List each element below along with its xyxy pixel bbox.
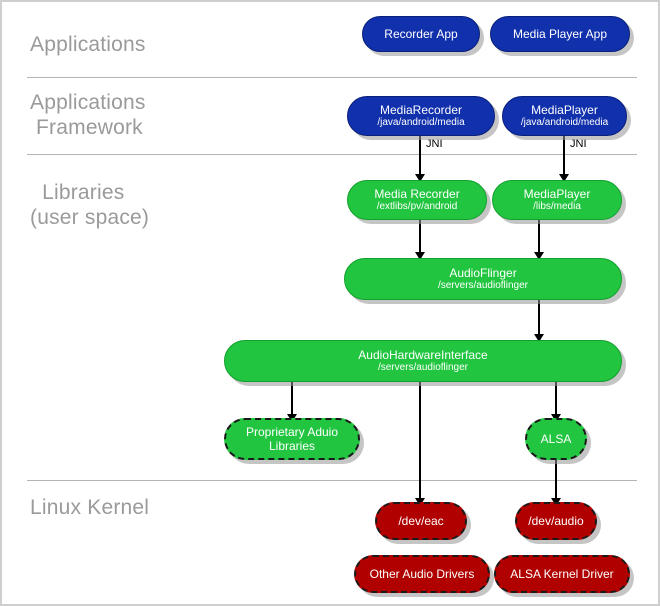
divider-framework-libraries: [27, 154, 637, 155]
edge-label-jni-left: JNI: [426, 138, 443, 150]
node-dev-eac[interactable]: /dev/eac: [375, 502, 467, 540]
node-audio-hardware-interface-title: AudioHardwareInterface: [358, 348, 488, 362]
connector-ahi-to-proprietary-libraries: [291, 382, 293, 420]
node-alsa-kernel-driver-title: ALSA Kernel Driver: [510, 567, 614, 581]
node-alsa[interactable]: ALSA: [525, 418, 587, 460]
divider-libraries-kernel: [27, 480, 637, 481]
connector-jni-left: [419, 136, 421, 180]
arrowhead-audioflinger-to-audiohardwareinterface: [534, 334, 544, 342]
connector-ahi-to-alsa: [555, 382, 557, 420]
node-media-player-framework[interactable]: MediaPlayer /java/android/media: [502, 96, 627, 136]
node-other-audio-drivers[interactable]: Other Audio Drivers: [354, 555, 490, 593]
edge-label-jni-right: JNI: [570, 138, 587, 150]
layer-label-libraries-line2: (user space): [30, 206, 150, 229]
node-media-recorder-library[interactable]: Media Recorder /extlibs/pv/android: [347, 180, 487, 220]
node-media-player-app[interactable]: Media Player App: [490, 16, 630, 52]
layer-label-applications-framework-line2: Framework: [30, 116, 143, 139]
node-media-recorder-framework-title: MediaRecorder: [379, 103, 463, 117]
node-recorder-app-title: Recorder App: [384, 27, 458, 41]
node-media-recorder-library-path: /extlibs/pv/android: [376, 201, 458, 212]
connector-media-recorder-to-audioflinger: [419, 220, 421, 258]
arrowhead-jni-right: [559, 174, 569, 182]
node-audio-hardware-interface[interactable]: AudioHardwareInterface /servers/audiofli…: [224, 340, 622, 382]
node-recorder-app[interactable]: Recorder App: [362, 16, 480, 52]
arrowhead-jni-left: [415, 174, 425, 182]
node-media-recorder-framework[interactable]: MediaRecorder /java/android/media: [347, 96, 495, 136]
node-media-player-library[interactable]: MediaPlayer /libs/media: [492, 180, 622, 220]
connector-jni-right: [563, 136, 565, 180]
node-dev-audio[interactable]: /dev/audio: [515, 502, 597, 540]
node-audio-flinger-path: /servers/audioflinger: [437, 280, 529, 291]
node-media-player-framework-title: MediaPlayer: [531, 103, 598, 117]
connector-ahi-to-dev-eac: [419, 382, 421, 504]
node-dev-audio-title: /dev/audio: [528, 514, 584, 528]
layer-label-linux-kernel: Linux Kernel: [30, 496, 150, 519]
node-audio-flinger[interactable]: AudioFlinger /servers/audioflinger: [344, 258, 622, 300]
node-media-recorder-framework-path: /java/android/media: [377, 117, 465, 128]
layer-label-libraries-line1: Libraries: [30, 181, 125, 204]
node-audio-hardware-interface-path: /servers/audioflinger: [377, 362, 469, 373]
node-alsa-kernel-driver[interactable]: ALSA Kernel Driver: [494, 555, 630, 593]
node-media-recorder-library-title: Media Recorder: [374, 187, 460, 201]
node-dev-eac-title: /dev/eac: [398, 514, 444, 528]
node-alsa-title: ALSA: [540, 432, 572, 446]
divider-applications-framework: [27, 77, 637, 78]
arrowhead-media-player-to-audioflinger: [534, 252, 544, 260]
node-media-player-library-title: MediaPlayer: [523, 187, 591, 201]
node-media-player-app-title: Media Player App: [512, 27, 608, 41]
connector-audioflinger-to-audiohardwareinterface: [538, 300, 540, 340]
layer-label-applications: Applications: [30, 33, 146, 56]
connector-alsa-to-dev-audio: [555, 460, 557, 504]
node-proprietary-audio-libraries[interactable]: Proprietary Aduio Libraries: [224, 418, 360, 460]
node-media-player-library-path: /libs/media: [533, 201, 581, 212]
arrowhead-media-recorder-to-audioflinger: [415, 252, 425, 260]
node-proprietary-audio-libraries-title: Proprietary Aduio Libraries: [245, 425, 339, 453]
node-other-audio-drivers-title: Other Audio Drivers: [369, 567, 475, 581]
node-audio-flinger-title: AudioFlinger: [449, 266, 517, 280]
layer-label-applications-framework-line1: Applications: [30, 91, 146, 114]
node-media-player-framework-path: /java/android/media: [520, 117, 609, 128]
connector-media-player-to-audioflinger: [538, 220, 540, 258]
